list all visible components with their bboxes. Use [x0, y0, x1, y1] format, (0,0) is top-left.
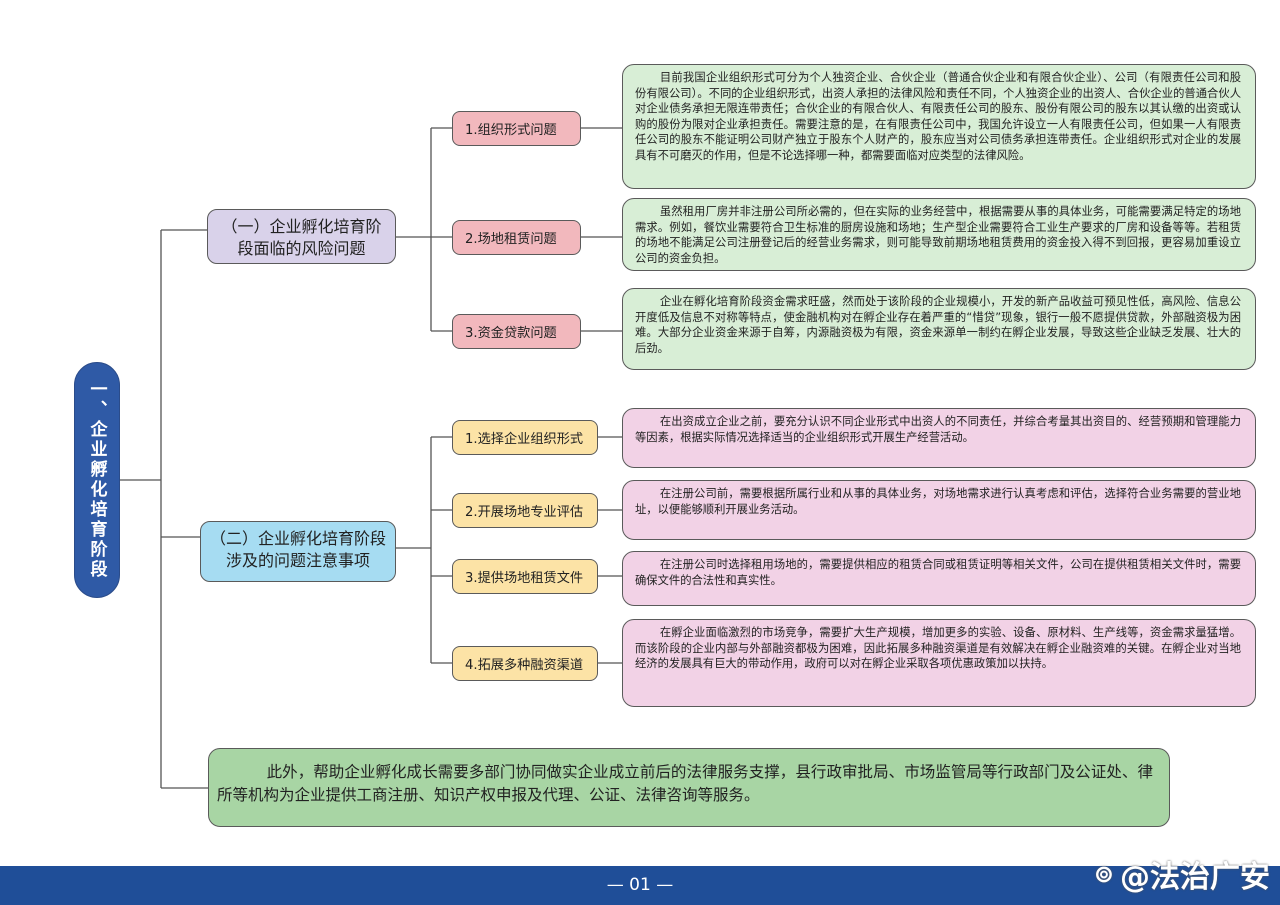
section2-item-4-label: 4.拓展多种融资渠道 [465, 658, 584, 673]
section2-item-1-label-box: 1.选择企业组织形式 [452, 420, 598, 455]
section2-item-2-label-box: 2.开展场地专业评估 [452, 493, 598, 528]
section2-item-4-label-box: 4.拓展多种融资渠道 [452, 646, 598, 681]
section2-item-2-label: 2.开展场地专业评估 [465, 505, 584, 520]
root-node: 一、企业孵化培育阶段 [74, 362, 120, 598]
section2-item-3-label-box: 3.提供场地租赁文件 [452, 559, 598, 594]
section2-title: （二）企业孵化培育阶段涉及的问题注意事项 [209, 529, 386, 570]
watermark-text: @法治广安 [1120, 860, 1270, 895]
root-label: 一、企业孵化培育阶段 [86, 380, 107, 580]
section1-item-2-text: 虽然租用厂房并非注册公司所必需的，但在实际的业务经营中，根据需要从事的具体业务，… [622, 198, 1256, 271]
section2-item-3-text: 在注册公司时选择租用场地的，需要提供相应的租赁合同或租赁证明等相关文件，公司在提… [622, 551, 1256, 606]
section1-item-3-label-box: 3.资金贷款问题 [452, 314, 581, 349]
page-number: — 01 — [606, 875, 674, 895]
section1-item-1-label: 1.组织形式问题 [465, 123, 557, 138]
section1-item-1-text: 目前我国企业组织形式可分为个人独资企业、合伙企业（普通合伙企业和有限合伙企业）、… [622, 64, 1256, 189]
section2-node: （二）企业孵化培育阶段涉及的问题注意事项 [200, 521, 396, 582]
section2-item-4-text: 在孵企业面临激烈的市场竞争，需要扩大生产规模，增加更多的实验、设备、原材料、生产… [622, 619, 1256, 707]
section1-item-2-label: 2.场地租赁问题 [465, 232, 557, 247]
section1-item-1-label-box: 1.组织形式问题 [452, 111, 581, 146]
section1-item-2-label-box: 2.场地租赁问题 [452, 220, 581, 255]
section2-item-1-text: 在出资成立企业之前，要充分认识不同企业形式中出资人的不同责任，并综合考量其出资目… [622, 408, 1256, 468]
section1-node: （一）企业孵化培育阶段面临的风险问题 [207, 209, 396, 264]
watermark: ⊚ @法治广安 [1094, 852, 1270, 896]
section1-item-3-label: 3.资金贷款问题 [465, 326, 557, 341]
section2-item-1-label: 1.选择企业组织形式 [465, 432, 584, 447]
section1-title: （一）企业孵化培育阶段面临的风险问题 [221, 217, 382, 258]
footer-bar: — 01 — [0, 866, 1280, 905]
section2-item-2-text: 在注册公司前，需要根据所属行业和从事的具体业务，对场地需求进行认真考虑和评估，选… [622, 480, 1256, 540]
summary-text: 此外，帮助企业孵化成长需要多部门协同做实企业成立前后的法律服务支撑，县行政审批局… [208, 748, 1170, 827]
weibo-icon: ⊚ [1093, 860, 1114, 888]
section2-item-3-label: 3.提供场地租赁文件 [465, 571, 584, 586]
section1-item-3-text: 企业在孵化培育阶段资金需求旺盛，然而处于该阶段的企业规模小，开发的新产品收益可预… [622, 288, 1256, 370]
